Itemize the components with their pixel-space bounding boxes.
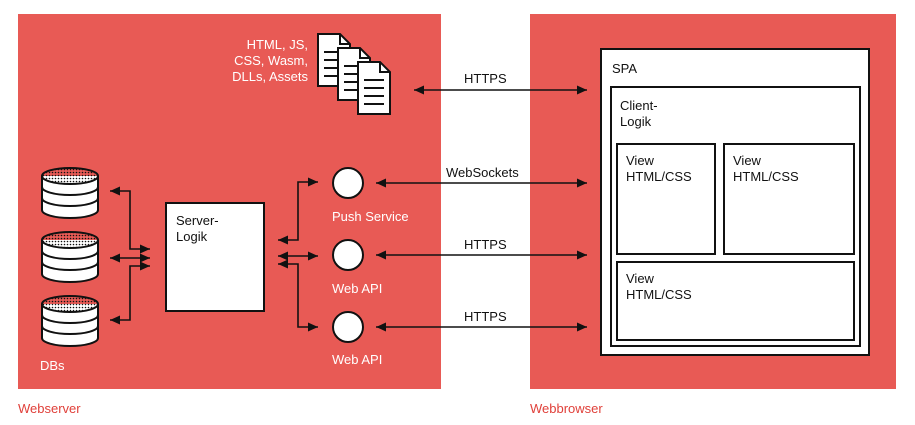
view-2-label-line-1: View xyxy=(733,153,761,168)
spa-label: SPA xyxy=(612,61,638,76)
server-logic-label-line-2: Logik xyxy=(176,229,208,244)
api2-protocol-label: HTTPS xyxy=(464,309,507,324)
files-label-line-3: DLLs, Assets xyxy=(232,69,308,84)
client-logic-label-line-1: Client- xyxy=(620,98,658,113)
view-box-1 xyxy=(616,143,716,255)
view-box-3 xyxy=(616,261,855,341)
db-arrows xyxy=(110,186,150,325)
files-label-line-2: CSS, Wasm, xyxy=(234,53,308,68)
view-2-label-line-2: HTML/CSS xyxy=(733,169,799,184)
view-1-label-line-1: View xyxy=(626,153,654,168)
database-icon-1 xyxy=(41,167,99,219)
web-api-label-1: Web API xyxy=(332,281,383,296)
view-1-label-line-2: HTML/CSS xyxy=(626,169,692,184)
view-3-label-line-2: HTML/CSS xyxy=(626,287,692,302)
web-api-label-2: Web API xyxy=(332,352,383,367)
database-icon-3 xyxy=(41,295,99,347)
push-service-circle-icon xyxy=(332,167,364,199)
webserver-caption: Webserver xyxy=(18,401,81,416)
connection-arrows xyxy=(376,85,587,332)
dbs-label: DBs xyxy=(40,358,65,373)
view-box-2 xyxy=(723,143,855,255)
webbrowser-caption: Webbrowser xyxy=(530,401,603,416)
files-label-line-1: HTML, JS, xyxy=(246,37,308,52)
api1-protocol-label: HTTPS xyxy=(464,237,507,252)
document-stack-icon xyxy=(317,33,391,115)
view-3-label-line-1: View xyxy=(626,271,654,286)
service-arrows xyxy=(278,177,318,332)
web-api-circle-icon-1 xyxy=(332,239,364,271)
push-service-label: Push Service xyxy=(332,209,409,224)
web-api-circle-icon-2 xyxy=(332,311,364,343)
database-icon-2 xyxy=(41,231,99,283)
server-logic-label-line-1: Server- xyxy=(176,213,219,228)
server-logic-box xyxy=(165,202,265,312)
files-protocol-label: HTTPS xyxy=(464,71,507,86)
push-protocol-label: WebSockets xyxy=(446,165,519,180)
client-logic-label-line-2: Logik xyxy=(620,114,652,129)
